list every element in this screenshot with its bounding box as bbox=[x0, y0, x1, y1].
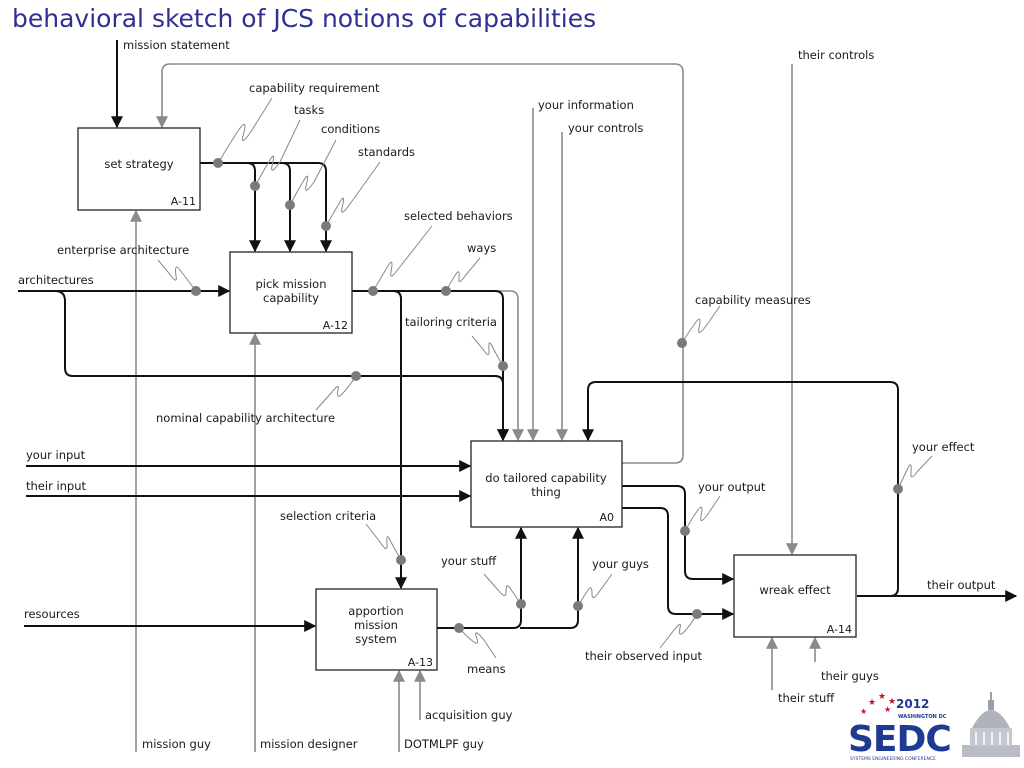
label-architectures: architectures bbox=[18, 273, 94, 287]
conditions-arrow bbox=[218, 162, 332, 253]
slide-title: behavioral sketch of JCS notions of capa… bbox=[12, 4, 597, 33]
logo-name: SEDC bbox=[848, 719, 951, 760]
label-resources: resources bbox=[24, 607, 80, 621]
ways-arrow bbox=[446, 290, 524, 442]
label-your-information: your information bbox=[538, 98, 634, 112]
svg-text:★: ★ bbox=[878, 692, 886, 702]
label-mission-designer: mission designer bbox=[260, 737, 358, 751]
logo-tagline: SYSTEMS ENGINEERING CONFERENCE bbox=[850, 756, 936, 762]
logo-year: 2012 bbox=[896, 697, 929, 711]
svg-text:★: ★ bbox=[868, 698, 876, 708]
selected-behaviors-arrow bbox=[352, 290, 407, 590]
label-selection-criteria: selection criteria bbox=[280, 509, 376, 523]
gray-arrows bbox=[130, 63, 821, 752]
label-their-guys: their guys bbox=[821, 669, 879, 683]
label-your-effect: your effect bbox=[912, 440, 975, 454]
label-your-output: your output bbox=[698, 480, 766, 494]
label-capability-measures: capability measures bbox=[695, 293, 811, 307]
capitol-dome-icon bbox=[962, 692, 1020, 757]
box-apportion-line1: apportion bbox=[348, 604, 403, 618]
your-stuff-arrow bbox=[437, 526, 527, 629]
label-standards: standards bbox=[358, 145, 415, 159]
label-means: means bbox=[467, 662, 506, 676]
box-wreak-id: A-14 bbox=[827, 623, 852, 636]
black-arrows bbox=[18, 40, 1018, 632]
label-tasks: tasks bbox=[294, 103, 324, 117]
label-nominal-capability-architecture: nominal capability architecture bbox=[156, 411, 335, 425]
box-a0-line2: thing bbox=[531, 485, 561, 499]
box-apportion-line2: mission bbox=[354, 618, 398, 632]
svg-text:★: ★ bbox=[884, 705, 891, 714]
box-wreak-name: wreak effect bbox=[759, 583, 831, 597]
label-mission-statement: mission statement bbox=[123, 38, 230, 52]
svg-text:★: ★ bbox=[888, 697, 896, 707]
label-conditions: conditions bbox=[321, 122, 380, 136]
box-pick-line1: pick mission bbox=[255, 277, 326, 291]
nominal-architecture-arrow bbox=[54, 290, 509, 442]
arrow-labels: mission statement capability requirement… bbox=[18, 38, 996, 751]
box-do-tailored-capability: do tailored capability thing A0 bbox=[470, 440, 623, 528]
label-your-guys: your guys bbox=[592, 557, 649, 571]
label-your-input: your input bbox=[26, 448, 86, 462]
stars-icon: ★ ★ ★ ★ ★ bbox=[860, 692, 896, 716]
label-their-output: their output bbox=[927, 578, 996, 592]
box-set-strategy: set strategy A-11 bbox=[77, 127, 201, 211]
label-their-stuff: their stuff bbox=[778, 691, 835, 705]
label-their-input: their input bbox=[26, 479, 87, 493]
label-selected-behaviors: selected behaviors bbox=[404, 209, 513, 223]
label-capability-requirement: capability requirement bbox=[249, 81, 380, 95]
label-acquisition-guy: acquisition guy bbox=[425, 708, 513, 722]
label-ways: ways bbox=[467, 241, 496, 255]
box-wreak-effect: wreak effect A-14 bbox=[733, 554, 857, 638]
label-their-controls: their controls bbox=[798, 48, 874, 62]
box-pick-mission-capability: pick mission capability A-12 bbox=[229, 251, 353, 334]
label-mission-guy: mission guy bbox=[142, 737, 211, 751]
junction-dots bbox=[191, 158, 903, 633]
label-your-controls: your controls bbox=[568, 121, 643, 135]
box-apportion-line3: system bbox=[355, 632, 397, 646]
label-their-observed-input: their observed input bbox=[585, 649, 702, 663]
logo-city: WASHINGTON DC bbox=[898, 714, 947, 720]
label-leaders bbox=[157, 97, 933, 659]
label-enterprise-architecture: enterprise architecture bbox=[57, 243, 189, 257]
their-observed-input-arrow bbox=[622, 507, 735, 620]
capability-requirement-arrow bbox=[200, 162, 261, 253]
label-your-stuff: your stuff bbox=[441, 554, 497, 568]
feedback-your-effect-arrow bbox=[582, 381, 899, 597]
label-dotmlpf-guy: DOTMLPF guy bbox=[404, 737, 484, 751]
box-pick-id: A-12 bbox=[323, 319, 348, 332]
label-tailoring-criteria: tailoring criteria bbox=[405, 315, 497, 329]
box-a0-line1: do tailored capability bbox=[485, 471, 607, 485]
box-apportion-mission-system: apportion mission system A-13 bbox=[315, 588, 438, 671]
box-set-strategy-id: A-11 bbox=[171, 195, 196, 208]
box-pick-line2: capability bbox=[263, 291, 319, 305]
box-a0-id: A0 bbox=[599, 511, 614, 524]
tailoring-criteria-arrow bbox=[380, 290, 509, 442]
box-apportion-id: A-13 bbox=[408, 656, 433, 669]
sedc-logo: ★ ★ ★ ★ ★ 2012 WASHINGTON DC SEDC SYSTEM… bbox=[848, 692, 1020, 762]
feedback-arrow-to-set-strategy bbox=[156, 63, 684, 464]
box-set-strategy-name: set strategy bbox=[104, 157, 173, 171]
svg-text:★: ★ bbox=[860, 707, 867, 716]
your-guys-arrow bbox=[520, 526, 584, 629]
